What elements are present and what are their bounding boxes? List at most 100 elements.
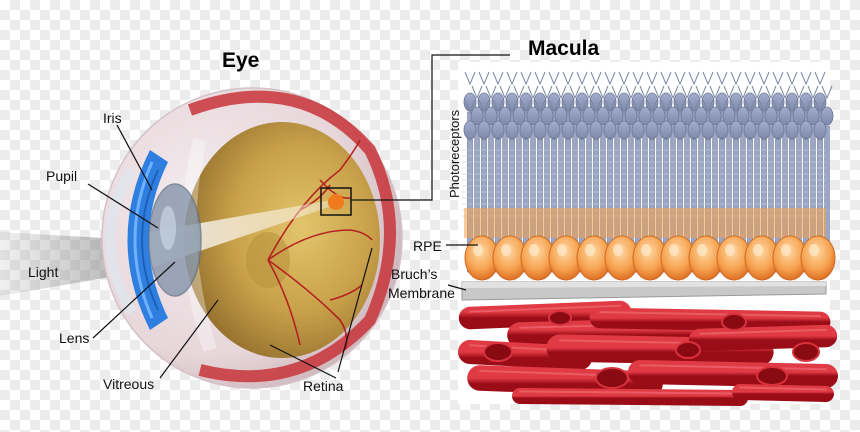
choroid-vessel-lumen: [548, 310, 572, 326]
photoreceptor-dendrite: [520, 99, 532, 114]
choroid-vessel: [589, 307, 831, 333]
photoreceptor-dendrite: [632, 71, 644, 86]
photoreceptor-body: [736, 106, 750, 126]
choroid-vessel: [688, 324, 838, 352]
photoreceptor-dendrite: [744, 71, 756, 86]
photoreceptor-body: [463, 120, 477, 140]
rpe-highlight: [585, 244, 595, 256]
photoreceptor-dendrite: [604, 71, 616, 86]
photoreceptor-dendrite: [688, 99, 700, 114]
label-bruchs-line1: Bruch’s: [391, 266, 438, 282]
photoreceptor-dendrite: [660, 71, 672, 86]
photoreceptor-dendrite: [786, 71, 798, 86]
photoreceptor-dendrite: [758, 71, 770, 86]
label-rpe: RPE: [413, 238, 442, 254]
photoreceptor-dendrite: [786, 99, 798, 114]
photoreceptor-dendrite: [688, 71, 700, 86]
photoreceptor-body: [582, 106, 596, 126]
photoreceptor-body: [617, 120, 631, 140]
choroid-vessel-highlight: [519, 390, 741, 395]
cornea: [105, 167, 137, 315]
photoreceptor-dendrite: [695, 85, 707, 100]
photoreceptor-body: [652, 106, 666, 126]
photoreceptor-dendrite: [618, 71, 630, 86]
choroid-vessel-lumen: [595, 367, 629, 389]
photoreceptor-body: [505, 120, 519, 140]
eye-illustration: [0, 87, 403, 389]
rpe-highlight: [753, 244, 763, 256]
photoreceptor-dendrite: [681, 85, 693, 100]
rpe-highlight: [697, 244, 707, 256]
photoreceptor-body: [694, 106, 708, 126]
photoreceptor-dendrite: [814, 71, 826, 86]
photoreceptor-dendrite: [471, 85, 483, 100]
macula-spot: [328, 194, 344, 210]
photoreceptor-dendrite: [716, 71, 728, 86]
eye-leader-lines: [87, 54, 510, 379]
photoreceptor-dendrite: [583, 85, 595, 100]
photoreceptor-dendrite: [625, 85, 637, 100]
rpe-highlight: [557, 244, 567, 256]
photoreceptor-dendrite: [548, 71, 560, 86]
photoreceptor-dendrite: [800, 71, 812, 86]
photoreceptor-dendrite: [653, 85, 665, 100]
photoreceptor-dendrite: [737, 85, 749, 100]
photoreceptor-dendrite: [730, 99, 742, 114]
macula-leader-lines: [446, 244, 478, 291]
rpe-highlight: [641, 244, 651, 256]
choroid-vessel-lumen: [792, 342, 820, 362]
rpe-highlight: [501, 244, 511, 256]
photoreceptor-dendrite: [667, 85, 679, 100]
photoreceptor-body: [743, 120, 757, 140]
lens: [148, 183, 202, 297]
photoreceptor-dendrite: [730, 71, 742, 86]
photoreceptor-dendrite: [562, 71, 574, 86]
photoreceptor-layer: [462, 71, 834, 273]
photoreceptor-body: [610, 106, 624, 126]
photoreceptor-body: [659, 120, 673, 140]
label-retina: Retina: [303, 378, 344, 394]
photoreceptor-dendrite: [492, 71, 504, 86]
photoreceptor-body: [554, 106, 568, 126]
choroid-vessel-lumen: [483, 342, 513, 362]
photoreceptor-dendrite: [520, 71, 532, 86]
photoreceptor-dendrite: [758, 99, 770, 114]
photoreceptor-dendrite: [702, 71, 714, 86]
photoreceptor-dendrite: [674, 71, 686, 86]
photoreceptor-dendrite: [772, 99, 784, 114]
photoreceptor-dendrite: [485, 85, 497, 100]
photoreceptor-body: [673, 120, 687, 140]
choroid-vessel-highlight: [739, 386, 827, 391]
macula-title: Macula: [528, 37, 600, 60]
photoreceptor-body: [624, 106, 638, 126]
photoreceptor-body: [757, 120, 771, 140]
photoreceptor-body: [729, 120, 743, 140]
photoreceptor-body: [547, 120, 561, 140]
label-bruchs-line2: Membrane: [388, 285, 455, 301]
photoreceptor-dendrite: [800, 99, 812, 114]
choroid-vessels: [458, 300, 838, 406]
photoreceptor-dendrite: [716, 99, 728, 114]
choroid-vessel-lumen: [721, 313, 747, 331]
photoreceptor-body: [561, 120, 575, 140]
choroid-vessel: [512, 388, 748, 406]
choroid-vessel: [546, 334, 774, 366]
photoreceptor-dendrite: [639, 85, 651, 100]
photoreceptor-body: [792, 106, 806, 126]
photoreceptor-body: [533, 120, 547, 140]
photoreceptor-dendrite: [772, 71, 784, 86]
label-iris: Iris: [103, 110, 122, 126]
label-vitreous: Vitreous: [103, 376, 155, 392]
rpe-cell: [800, 235, 836, 281]
photoreceptor-body: [491, 120, 505, 140]
photoreceptor-dendrite: [807, 85, 819, 100]
photoreceptor-body: [722, 106, 736, 126]
iris: [127, 150, 168, 330]
eye-wall: [187, 90, 396, 383]
photoreceptor-dendrite: [506, 71, 518, 86]
photoreceptor-body: [512, 106, 526, 126]
photoreceptor-body: [799, 120, 813, 140]
photoreceptor-dendrite: [555, 85, 567, 100]
photoreceptor-body: [820, 106, 834, 126]
photoreceptor-dendrite: [751, 85, 763, 100]
